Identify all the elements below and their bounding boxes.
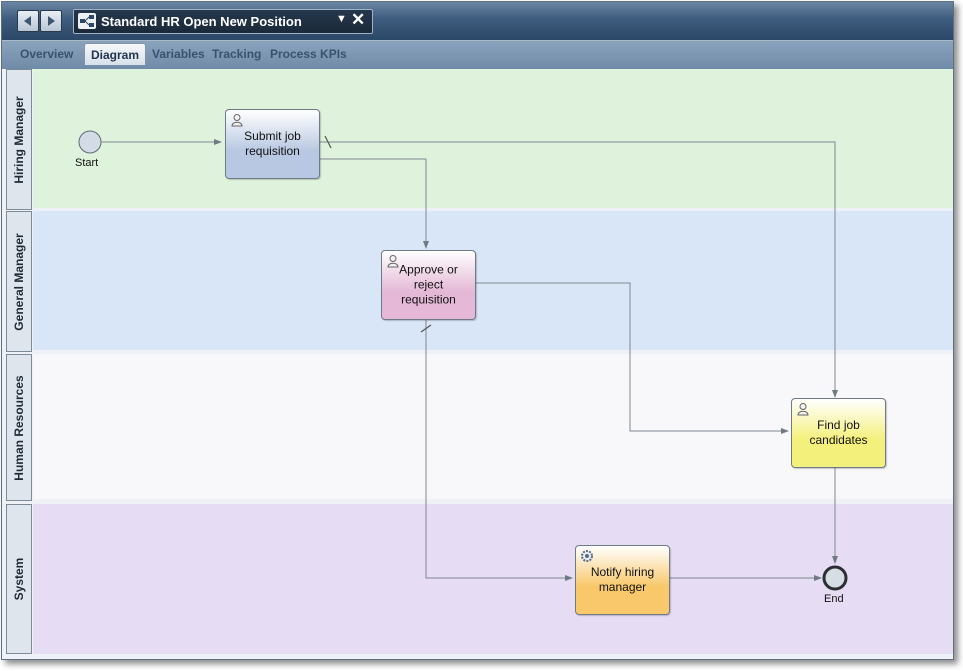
- tab-process-kpis[interactable]: Process KPIs: [270, 47, 347, 61]
- gear-icon: [581, 550, 593, 562]
- tab-bar: Overview Diagram Variables Tracking Proc…: [2, 40, 953, 70]
- process-editor-window: Standard HR Open New Position ▼ ✕ Overvi…: [1, 1, 954, 660]
- forward-arrow-icon: [48, 16, 55, 26]
- tab-overview[interactable]: Overview: [20, 47, 74, 61]
- end-event-label: End: [824, 593, 844, 605]
- process-selector[interactable]: Standard HR Open New Position ▼ ✕: [73, 9, 373, 34]
- user-icon: [797, 403, 809, 416]
- lane-header[interactable]: System: [6, 504, 32, 654]
- sequence-flows: [78, 130, 848, 591]
- back-arrow-icon: [24, 16, 31, 26]
- back-button[interactable]: [17, 10, 39, 32]
- task-label: Find job candidates: [809, 418, 868, 447]
- default-flow-marker: [324, 135, 332, 149]
- lane-body[interactable]: [33, 504, 953, 654]
- process-icon: [78, 13, 96, 29]
- lane-hiring-manager: Hiring Manager: [2, 69, 953, 210]
- task-label: Submit job requisition: [244, 129, 301, 158]
- lane-header[interactable]: Hiring Manager: [6, 69, 32, 210]
- tab-tracking[interactable]: Tracking: [212, 47, 262, 61]
- task-approve-or-reject-requisition[interactable]: Approve or reject requisition: [381, 250, 476, 320]
- forward-button[interactable]: [40, 10, 62, 32]
- flow-approve-to-find[interactable]: [474, 282, 789, 434]
- default-flow-marker: [420, 324, 432, 333]
- window-title: Standard HR Open New Position: [101, 14, 302, 29]
- task-submit-job-requisition[interactable]: Submit job requisition: [225, 109, 320, 179]
- lane-system: System: [2, 504, 953, 654]
- lane-header[interactable]: General Manager: [6, 211, 32, 352]
- diagram-canvas[interactable]: Hiring Manager General Manager Human Res…: [2, 69, 953, 659]
- chevron-down-icon[interactable]: ▼: [336, 13, 347, 25]
- lane-header[interactable]: Human Resources: [6, 354, 32, 501]
- task-label: Approve or reject requisition: [399, 262, 458, 307]
- lane-body[interactable]: [33, 211, 953, 350]
- end-event[interactable]: [822, 565, 848, 591]
- task-notify-hiring-manager[interactable]: Notify hiring manager: [575, 545, 670, 615]
- flow-submit-to-approve[interactable]: [319, 158, 429, 249]
- lane-general-manager: General Manager: [2, 211, 953, 352]
- flow-submit-to-find[interactable]: [319, 141, 838, 398]
- task-label: Notify hiring manager: [590, 565, 655, 594]
- close-icon[interactable]: ✕: [351, 10, 366, 29]
- start-event[interactable]: [78, 130, 102, 154]
- task-find-job-candidates[interactable]: Find job candidates: [791, 398, 886, 468]
- start-event-label: Start: [75, 157, 99, 169]
- lane-body[interactable]: [33, 69, 953, 208]
- tab-diagram[interactable]: Diagram: [84, 43, 147, 65]
- user-icon: [231, 114, 243, 127]
- tab-variables[interactable]: Variables: [152, 47, 205, 61]
- title-bar: Standard HR Open New Position ▼ ✕: [2, 2, 953, 40]
- flow-approve-to-notify[interactable]: [425, 320, 573, 581]
- user-icon: [387, 255, 399, 268]
